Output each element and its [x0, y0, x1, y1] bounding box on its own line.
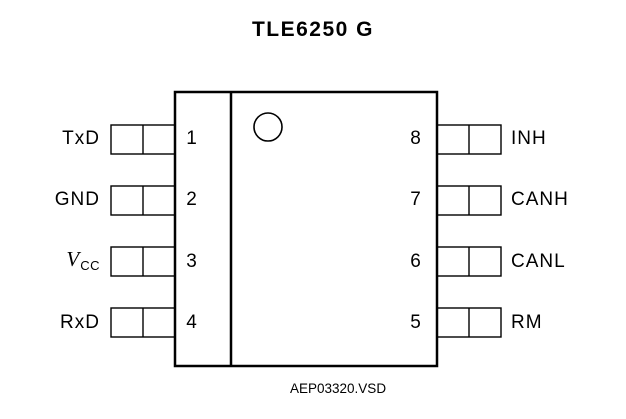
- pin-2-number: 2: [186, 189, 198, 210]
- right-pin-5-lead: [436, 307, 502, 338]
- right-pin-7-lead: [436, 185, 502, 216]
- chip-body: [173, 90, 439, 368]
- left-pin-1-lead: [110, 124, 176, 155]
- left-pin-2-lead: [110, 185, 176, 216]
- right-pin-6-lead: [436, 246, 502, 277]
- pin-6-name: CANL: [511, 251, 566, 272]
- pin-3-number: 3: [186, 251, 198, 272]
- pin-1-name: TxD: [62, 128, 100, 149]
- pin-2-name: GND: [54, 189, 100, 210]
- pin-3-name-sub: CC: [80, 258, 100, 273]
- pin1-marker: [253, 112, 283, 142]
- chip-title: TLE6250 G: [251, 18, 375, 41]
- pin-3-name-main: V: [66, 247, 81, 271]
- pin-6-number: 6: [410, 251, 422, 272]
- left-pin-3-lead: [110, 246, 176, 277]
- pin-3-name: VCC: [10, 248, 100, 273]
- pin-8-name: INH: [511, 128, 547, 149]
- left-pin-4-lead: [110, 307, 176, 338]
- pin-7-number: 7: [410, 189, 422, 210]
- pin-8-number: 8: [410, 128, 422, 149]
- pin-1-number: 1: [186, 128, 198, 149]
- right-pin-8-lead: [436, 124, 502, 155]
- pin-4-number: 4: [186, 312, 198, 333]
- pin-5-name: RM: [511, 312, 543, 333]
- pin-7-name: CANH: [511, 189, 569, 210]
- pin-5-number: 5: [410, 312, 422, 333]
- figure-id: AEP03320.VSD: [290, 381, 387, 396]
- pin-4-name: RxD: [60, 312, 100, 333]
